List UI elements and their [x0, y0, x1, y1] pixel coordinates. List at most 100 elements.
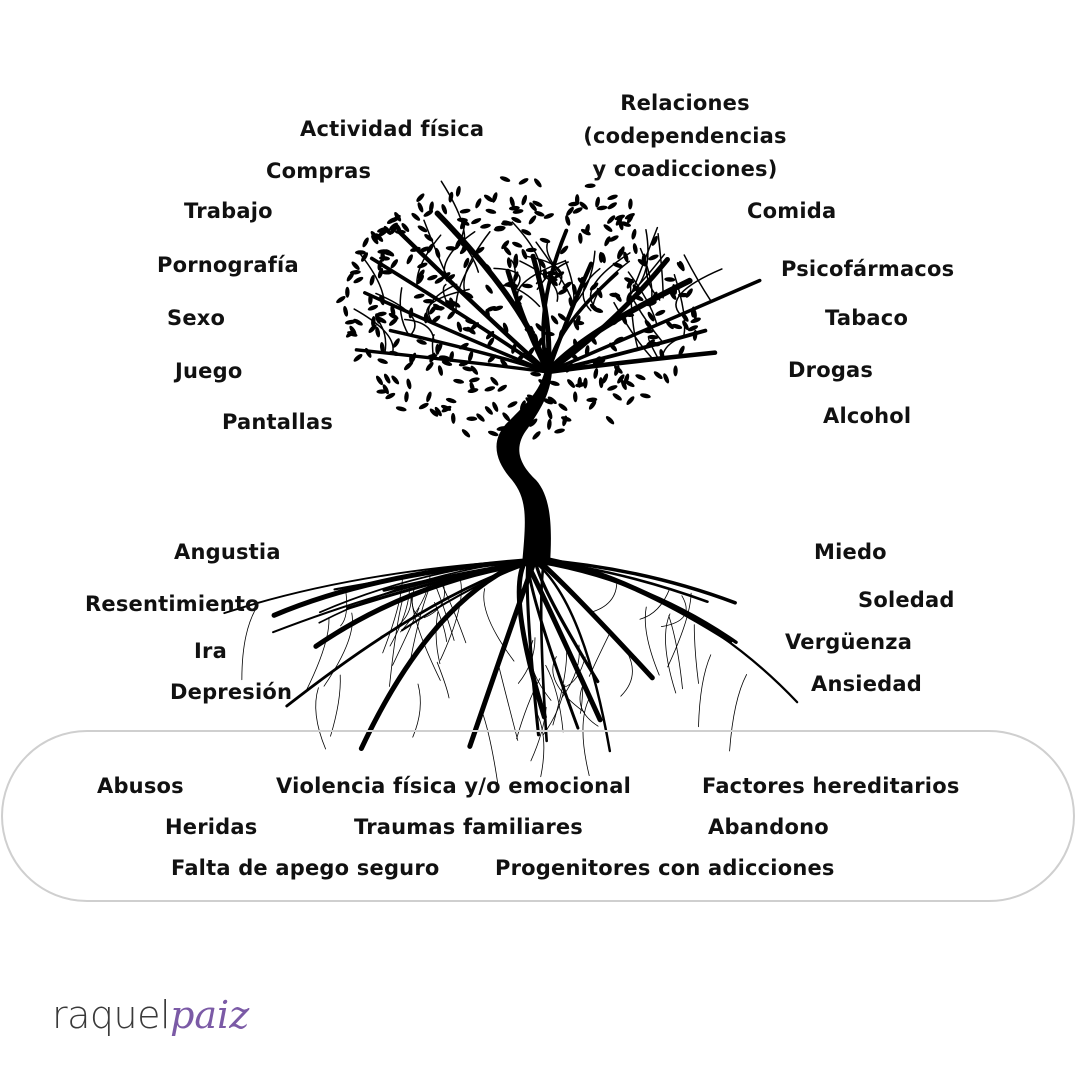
leaf	[480, 223, 491, 229]
leaf	[533, 333, 539, 344]
leaf	[529, 202, 537, 212]
leaf	[549, 380, 560, 386]
leaf	[580, 276, 586, 288]
leaf	[459, 219, 467, 230]
leaf	[544, 347, 551, 358]
leaf	[521, 283, 533, 289]
root	[223, 559, 530, 615]
leaf	[620, 379, 627, 390]
leaf	[377, 358, 388, 365]
rootlet	[588, 579, 618, 614]
label-pantallas: Pantallas	[222, 410, 334, 434]
rootlet	[412, 683, 421, 738]
rootlet	[481, 711, 499, 789]
leaf	[419, 246, 430, 253]
leaf	[389, 222, 398, 231]
root	[285, 558, 541, 708]
leaf	[644, 319, 653, 330]
leaf	[441, 272, 451, 280]
leaf	[512, 209, 524, 214]
leaf	[626, 292, 632, 303]
leaf	[579, 201, 588, 210]
leaf	[659, 349, 665, 360]
leaf	[671, 323, 683, 330]
leaf	[518, 178, 529, 185]
leaf	[429, 201, 434, 213]
leaf	[521, 194, 528, 206]
leaf	[344, 319, 356, 325]
leaf	[647, 311, 655, 322]
branch	[545, 277, 693, 375]
leaf	[529, 325, 535, 337]
leaf	[617, 248, 623, 260]
leaf	[607, 215, 616, 224]
leaf	[542, 398, 554, 405]
leaf	[376, 316, 387, 324]
leaf	[423, 298, 435, 304]
root	[533, 558, 600, 684]
leaf	[513, 271, 519, 282]
leaf	[617, 374, 625, 384]
leaf	[362, 237, 369, 248]
leaf	[685, 288, 693, 298]
leaf	[562, 415, 568, 427]
leaf	[607, 194, 618, 201]
twig	[613, 301, 655, 361]
leaf	[596, 287, 603, 299]
leaf	[458, 360, 470, 367]
leaf	[376, 389, 388, 394]
leaf	[459, 245, 469, 255]
leaf	[646, 300, 657, 307]
leaf	[391, 375, 400, 385]
label-soledad: Soledad	[858, 588, 955, 612]
leaf	[665, 320, 674, 330]
leaf	[351, 261, 360, 270]
label-heridas: Heridas	[165, 815, 258, 839]
leaf	[389, 350, 400, 356]
leaf	[466, 416, 478, 421]
leaf	[391, 214, 401, 223]
rootlet	[665, 613, 677, 694]
leaf	[448, 191, 454, 203]
rootlet	[563, 656, 586, 688]
leaf	[607, 385, 618, 391]
leaf	[575, 382, 586, 388]
leaf	[508, 205, 520, 211]
root	[523, 557, 603, 723]
label-trabajo: Trabajo	[184, 199, 273, 223]
leaf	[664, 277, 676, 282]
leaf	[511, 216, 522, 224]
leaf	[681, 312, 689, 322]
leaf	[570, 352, 579, 362]
leaf	[427, 274, 438, 281]
rootlet	[483, 588, 515, 662]
label-sexo: Sexo	[167, 306, 226, 330]
leaf	[406, 254, 413, 265]
leaf	[512, 241, 523, 248]
leaf	[379, 342, 385, 353]
leaf	[461, 429, 471, 438]
twig	[404, 318, 435, 343]
leaf	[377, 267, 384, 279]
leaf	[673, 365, 678, 377]
leaf	[547, 418, 552, 430]
leaf	[520, 400, 526, 411]
leaf	[621, 314, 628, 325]
leaf	[429, 408, 439, 417]
leaf	[554, 428, 565, 434]
leaf	[441, 360, 453, 366]
label-depresion: Depresión	[170, 680, 293, 704]
leaf	[377, 259, 383, 271]
leaf	[410, 246, 421, 252]
leaf	[475, 198, 482, 209]
leaf	[465, 319, 476, 325]
label-progenitores: Progenitores con adicciones	[495, 856, 835, 880]
leaf	[450, 300, 461, 308]
label-psicofarmacos: Psicofármacos	[781, 257, 955, 281]
leaf	[458, 342, 469, 350]
leaf	[418, 402, 429, 410]
leaf	[346, 272, 355, 282]
leaf	[456, 321, 463, 333]
leaf	[353, 353, 363, 362]
twig	[546, 241, 562, 275]
